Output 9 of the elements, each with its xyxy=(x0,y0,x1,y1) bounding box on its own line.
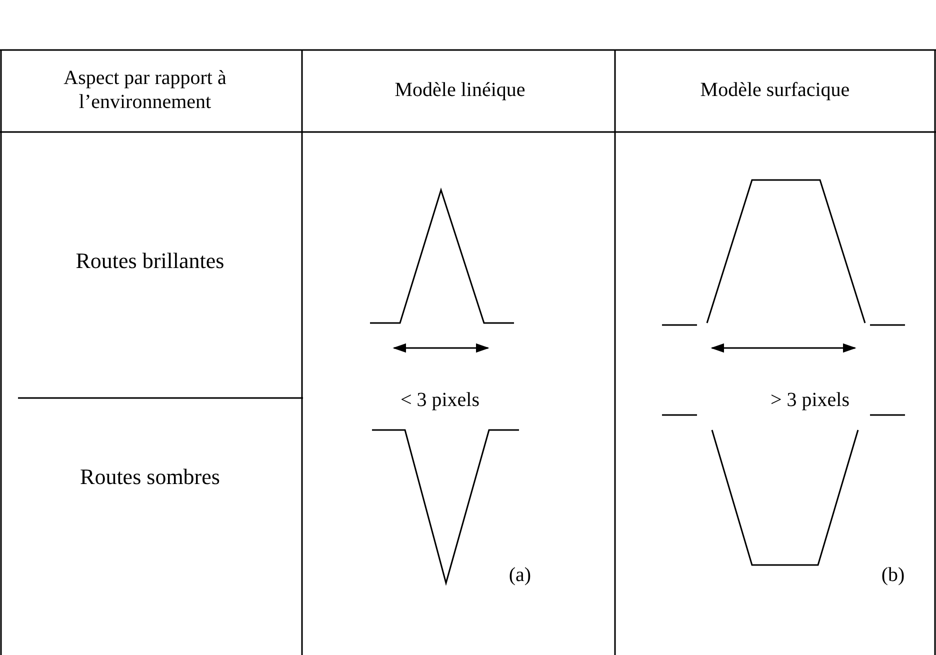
column-header: Aspect par rapport à l’environnement xyxy=(62,66,228,114)
column-header: Modèle linéique xyxy=(394,78,526,102)
column-header: Modèle surfacique xyxy=(699,78,851,102)
panel-label: (b) xyxy=(880,563,906,587)
dimension-label: > 3 pixels xyxy=(769,388,851,412)
panel-label: (a) xyxy=(508,563,532,587)
dimension-label: < 3 pixels xyxy=(399,388,481,412)
row-header: Routes brillantes xyxy=(74,247,226,275)
row-header: Routes sombres xyxy=(79,463,221,491)
